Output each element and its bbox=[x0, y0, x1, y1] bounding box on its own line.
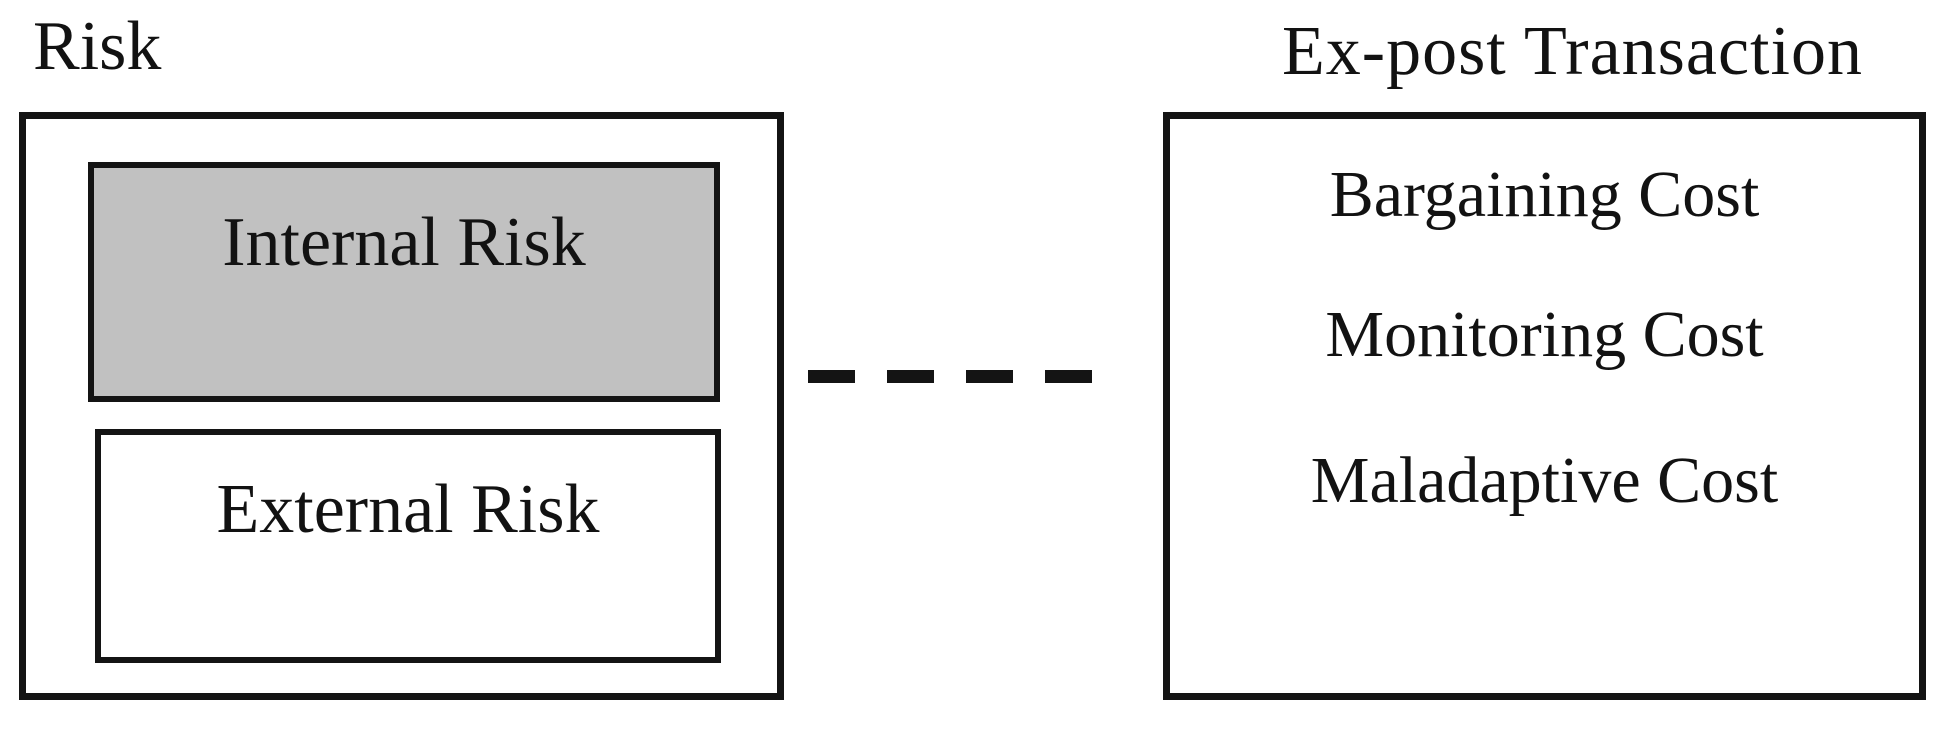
left-box-title: Risk bbox=[33, 8, 162, 85]
transaction-cost-box: Bargaining Cost Monitoring Cost Maladapt… bbox=[1163, 112, 1926, 700]
external-risk-box: External Risk bbox=[95, 429, 721, 663]
risk-outer-box: Internal Risk External Risk bbox=[19, 112, 784, 700]
dashed-connector-line bbox=[808, 370, 1092, 383]
bargaining-cost-label: Bargaining Cost bbox=[1329, 158, 1760, 231]
internal-risk-label: Internal Risk bbox=[222, 204, 586, 281]
monitoring-cost-label: Monitoring Cost bbox=[1325, 298, 1764, 371]
external-risk-label: External Risk bbox=[216, 471, 600, 548]
right-box-title: Ex-post Transaction bbox=[1282, 13, 1863, 90]
internal-risk-box: Internal Risk bbox=[88, 162, 720, 402]
maladaptive-cost-label: Maladaptive Cost bbox=[1310, 444, 1779, 517]
